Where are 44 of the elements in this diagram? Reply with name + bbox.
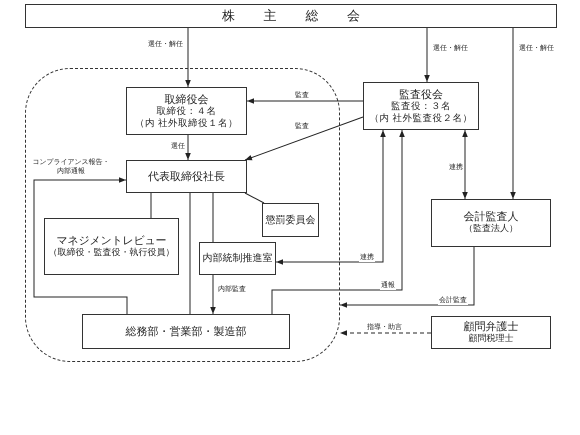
arrow: [34, 177, 128, 314]
title-text: 株主総会: [222, 10, 388, 22]
connector-line: [150, 192, 152, 218]
board-box: [363, 82, 479, 130]
connector-line: [212, 192, 214, 242]
box-text: 顧問税理士: [468, 332, 514, 346]
box-title: 内部統制推進室: [202, 252, 272, 265]
board-box: [126, 87, 247, 135]
box-title: 懲罰委員会: [266, 214, 316, 226]
process-box: [44, 218, 179, 275]
arrow: [246, 98, 364, 104]
arrow: [340, 330, 432, 336]
process-box: [262, 203, 319, 237]
box-title: 代表取締役社長: [148, 170, 225, 183]
box-title: 総務部・営業部・製造部: [126, 325, 246, 338]
box-text: 取締役：４名: [156, 106, 216, 118]
arrow: [272, 130, 405, 314]
meeting-bar: [25, 4, 557, 28]
arrow: [276, 130, 386, 265]
box-text: （監査法人）: [464, 223, 518, 236]
arrow: [462, 130, 468, 200]
arrow: [424, 28, 430, 82]
box-text: （内 社外取締役１名）: [134, 118, 238, 130]
box-title: 取締役会: [164, 92, 208, 106]
box-text: （内 社外監査役２名）: [369, 112, 473, 124]
arrow: [244, 116, 364, 160]
process-box: [126, 160, 247, 193]
box-text: （取締役・監査役・執行役員）: [48, 246, 174, 260]
process-box: [199, 242, 276, 275]
process-box: [431, 199, 551, 247]
process-box: [82, 314, 290, 349]
box-title: 会計監査人: [464, 210, 518, 223]
arrow: [185, 134, 191, 160]
box-title: マネジメントレビュー: [56, 234, 166, 246]
arrow: [510, 28, 516, 200]
arrow: [340, 246, 474, 308]
box-title: 顧問弁護士: [464, 320, 518, 332]
box-title: 監査役会: [399, 88, 443, 100]
dashed-boundary: [25, 68, 340, 362]
arrow: [210, 274, 216, 314]
process-box: [431, 316, 551, 349]
arrow: [185, 28, 191, 88]
box-text: 監査役：３名: [391, 100, 451, 112]
connector-line: [244, 192, 264, 204]
